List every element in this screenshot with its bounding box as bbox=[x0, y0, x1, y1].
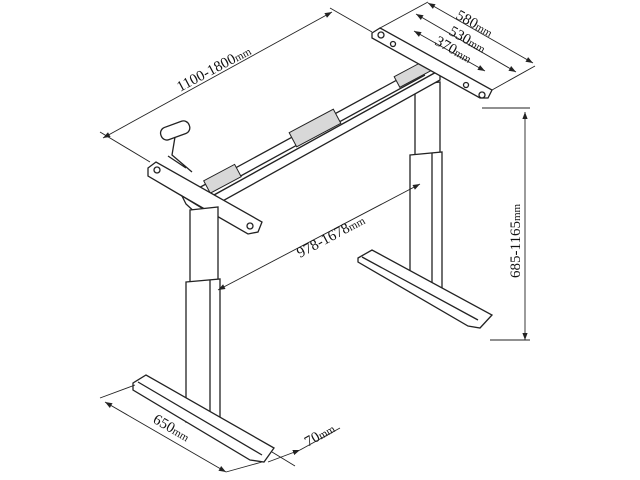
dim-685-1165: 685-1165mm bbox=[508, 203, 524, 278]
dim-70: 70mm bbox=[302, 420, 338, 450]
dim-1100-1800: 1100-1800mm bbox=[174, 43, 254, 96]
dimension-lines bbox=[99, 1, 536, 473]
crank-handle bbox=[159, 120, 193, 173]
dim-978-1678: 978-1678mm bbox=[294, 212, 368, 261]
right-leg bbox=[357, 81, 494, 329]
crossbeam bbox=[193, 59, 442, 209]
